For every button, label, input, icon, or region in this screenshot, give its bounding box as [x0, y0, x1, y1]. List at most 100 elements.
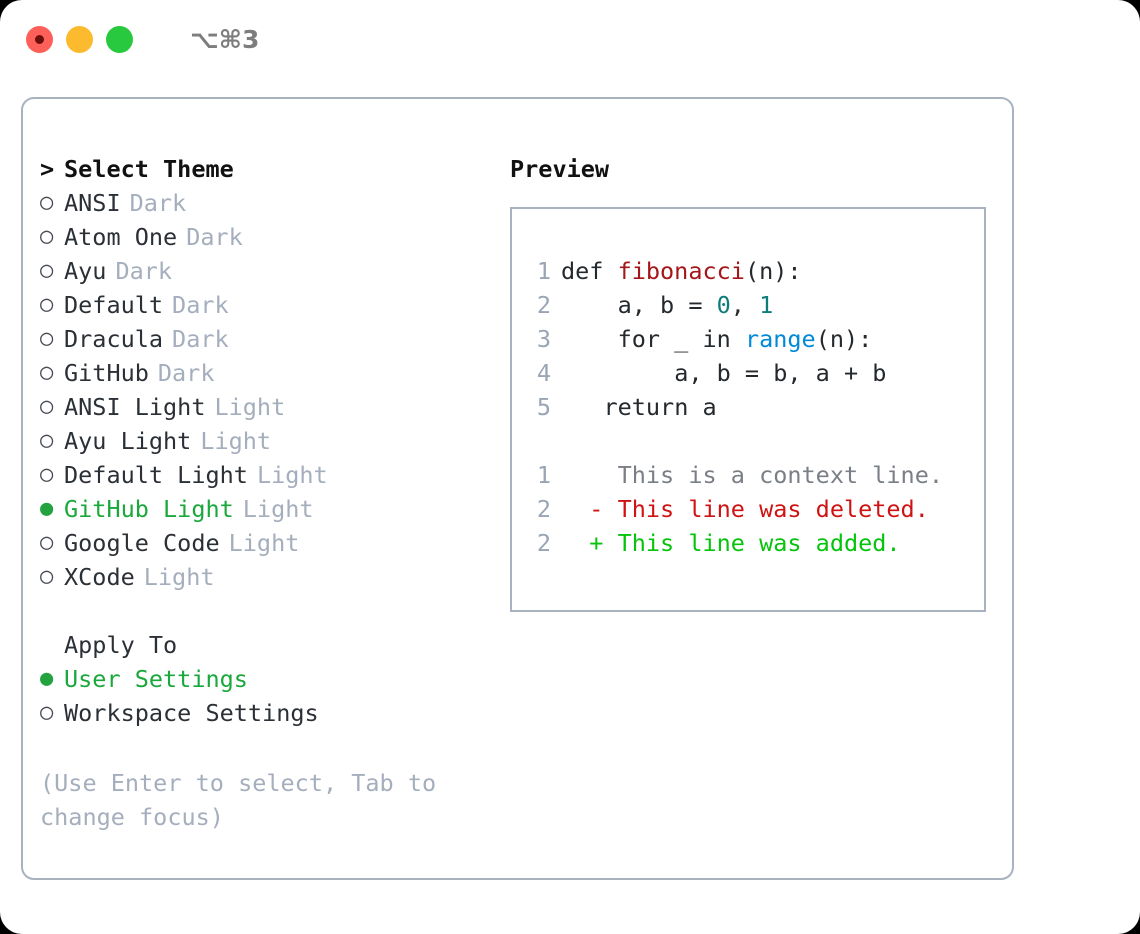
code-line-number: 1 [536, 257, 551, 285]
code-line-number: 2 [536, 291, 551, 319]
radio-unselected-icon[interactable]: ○ [40, 700, 54, 725]
radio-unselected-icon[interactable]: ○ [40, 564, 54, 589]
apply-to-marker-placeholder: · [40, 628, 64, 662]
apply-to-title: Apply To [64, 631, 178, 659]
theme-name: Dracula [64, 325, 164, 353]
theme-list-item[interactable]: ○ Default Dark [40, 288, 502, 322]
code-line-text: def fibonacci(n): [561, 254, 802, 288]
code-token: for _ in [617, 325, 745, 353]
radio-selected-icon[interactable]: ● [40, 666, 54, 691]
title-bar: ⌥⌘3 [0, 0, 1140, 78]
preview-title: Preview [510, 155, 610, 183]
theme-variant-tag: Dark [186, 223, 243, 251]
theme-list-item[interactable]: ○ Dracula Dark [40, 322, 502, 356]
keyboard-hint: (Use Enter to select, Tab to change focu… [40, 769, 437, 831]
theme-name: GitHub [64, 359, 149, 387]
code-token: 0 [716, 291, 731, 319]
theme-variant-tag: Dark [172, 325, 229, 353]
theme-name: Google Code [64, 529, 220, 557]
radio-unselected-icon[interactable]: ○ [40, 326, 54, 351]
radio-unselected-icon[interactable]: ○ [40, 292, 54, 317]
theme-name: ANSI Light [64, 393, 206, 421]
radio-unselected-icon[interactable]: ○ [40, 190, 54, 215]
diff-line: 2 + This line was added. [525, 526, 984, 560]
theme-list-item[interactable]: ○ Default Light Light [40, 458, 502, 492]
theme-name: Default [64, 291, 164, 319]
theme-name: XCode [64, 563, 135, 591]
diff-line-text: + This line was added. [561, 529, 901, 557]
apply-to-label: Workspace Settings [64, 699, 319, 727]
radio-unselected-icon[interactable]: ○ [40, 530, 54, 555]
code-token: (n): [744, 257, 802, 285]
keyboard-shortcut-label: ⌥⌘3 [190, 24, 260, 54]
diff-line-text: This is a context line. [561, 461, 944, 489]
theme-name: Default Light [64, 461, 248, 489]
theme-list-item[interactable]: ○ Atom One Dark [40, 220, 502, 254]
theme-variant-tag: Dark [115, 257, 173, 285]
code-line: 4 a, b = b, a + b [525, 356, 984, 390]
theme-variant-tag: Dark [172, 291, 229, 319]
code-line-number: 5 [536, 393, 551, 421]
select-theme-header: > Select Theme [40, 152, 502, 186]
diff-line: 2 - This line was deleted. [525, 492, 984, 526]
code-token: a, b = b, a + b [674, 359, 887, 387]
code-line: 3 for _ in range(n): [525, 322, 984, 356]
select-theme-title: Select Theme [64, 155, 234, 183]
theme-name: Atom One [64, 223, 178, 251]
radio-unselected-icon[interactable]: ○ [40, 224, 54, 249]
close-button[interactable] [26, 25, 53, 53]
diff-line: 1 This is a context line. [525, 458, 984, 492]
theme-list-item[interactable]: ○ GitHub Dark [40, 356, 502, 390]
minimize-button[interactable] [66, 25, 93, 53]
code-line: 1 def fibonacci(n): [525, 254, 984, 288]
code-line: 2 a, b = 0, 1 [525, 288, 984, 322]
theme-variant-tag: Light [214, 393, 286, 421]
code-line-text: a, b = b, a + b [561, 356, 886, 390]
theme-variant-tag: Dark [129, 189, 187, 217]
diff-line-text: - This line was deleted. [561, 495, 929, 523]
code-line-text: return a [561, 390, 717, 424]
code-token: fibonacci [617, 257, 745, 285]
diff-line-number: 2 [536, 495, 551, 523]
radio-selected-icon[interactable]: ● [40, 496, 54, 521]
list-spacer [40, 594, 502, 628]
theme-variant-tag: Light [256, 461, 328, 489]
theme-list-item[interactable]: ○ Ayu Dark [40, 254, 502, 288]
code-token: def [561, 257, 618, 285]
theme-name: GitHub Light [64, 495, 234, 523]
code-line-text: for _ in range(n): [561, 322, 873, 356]
code-token: a, b = [617, 291, 717, 319]
radio-unselected-icon[interactable]: ○ [40, 462, 54, 487]
code-token: , [730, 291, 760, 319]
theme-variant-tag: Light [200, 427, 272, 455]
diff-line-number: 2 [536, 529, 551, 557]
code-token: range [744, 325, 816, 353]
theme-list-item[interactable]: ○ ANSI Light Light [40, 390, 502, 424]
radio-unselected-icon[interactable]: ○ [40, 258, 54, 283]
code-token: return a [603, 393, 717, 421]
apply-to-item[interactable]: ○ Workspace Settings [40, 696, 502, 730]
code-token: (n): [815, 325, 873, 353]
theme-name: Ayu [64, 257, 107, 285]
maximize-button[interactable] [106, 25, 133, 53]
radio-unselected-icon[interactable]: ○ [40, 428, 54, 453]
apply-to-list: ●User Settings ○ Workspace Settings [40, 662, 502, 730]
apply-to-item[interactable]: ●User Settings [40, 662, 502, 696]
code-line-number: 4 [536, 359, 551, 387]
radio-unselected-icon[interactable]: ○ [40, 360, 54, 385]
theme-variant-tag: Dark [157, 359, 215, 387]
radio-unselected-icon[interactable]: ○ [40, 394, 54, 419]
code-line-number: 3 [536, 325, 551, 353]
